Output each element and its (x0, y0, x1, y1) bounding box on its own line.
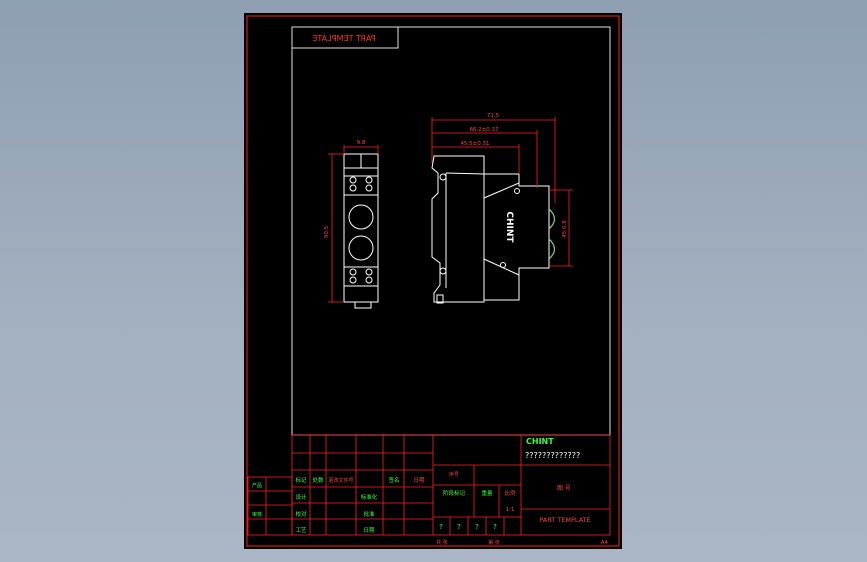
terminal-screw-icon (365, 268, 373, 276)
dim-side-right: 45 0.8 (562, 220, 568, 238)
part-template-label: PART TEMPLATE (539, 516, 590, 524)
terminal-screw-icon (349, 176, 357, 184)
rev-file: 更改文件号 (328, 477, 353, 484)
drawing-sheet: PART TEMPLATE 9.8 90.5 (244, 13, 622, 549)
tb-label-product: 产品 (252, 482, 262, 489)
qmark: ? (493, 523, 497, 531)
tb-label-date: 日期 (363, 527, 375, 534)
tb-label-process: 工艺 (295, 527, 307, 534)
rev-count: 处数 (312, 476, 324, 484)
dim-front-height: 90.5 (324, 225, 330, 238)
drawing-canvas: PART TEMPLATE 9.8 90.5 (246, 15, 620, 547)
qmark: ? (475, 523, 479, 531)
title-block-grid (247, 434, 611, 536)
stage-mark-label: 阶段标记 (443, 489, 466, 497)
terminal-screw-icon (365, 276, 373, 284)
rev-date: 日期 (413, 477, 425, 484)
placeholder-title: ????????????? (525, 451, 580, 460)
tb-label-check: 校对 (295, 510, 307, 518)
terminal-screw-icon (349, 184, 357, 192)
terminal-screw-icon (365, 184, 373, 192)
tb-label-approve: 批准 (363, 510, 375, 518)
qmark: ? (439, 523, 443, 531)
side-view (431, 155, 550, 304)
part-brand-label: CHINT (504, 211, 514, 243)
weight-label: 重量 (481, 489, 493, 497)
tb-label-review: 审核 (252, 511, 262, 518)
din-clip (354, 301, 372, 309)
dim-side-mid: 66.2±0.37 (469, 127, 499, 133)
scale-value: 1:1 (506, 507, 515, 513)
rev-sign: 签名 (388, 476, 399, 484)
indicator-lamp-icon (348, 235, 374, 261)
side-lamps (548, 208, 556, 260)
dim-front-width: 9.8 (357, 140, 366, 146)
small-tag-total: 共 张 (436, 539, 448, 546)
outer-frame (246, 15, 620, 547)
template-name-mirrored: PART TEMPLATE (312, 34, 375, 43)
tb-label-design: 设计 (295, 493, 307, 501)
small-tag-sheet: 第 张 (488, 539, 500, 546)
brand-logo: CHINT (526, 437, 554, 446)
rev-mark: 标记 (295, 476, 307, 484)
small-tag-seq: 序号 (449, 471, 459, 478)
front-view (343, 153, 379, 309)
dim-side-overall: 71.5 (487, 113, 500, 119)
dim-side-inner: 45.5±0.31 (460, 141, 489, 147)
terminal-screw-icon (365, 176, 373, 184)
indicator-lamp-icon (348, 204, 374, 230)
tb-label-standard: 标准化 (361, 493, 378, 501)
scale-label: 比例 (504, 489, 516, 497)
side-profile (431, 155, 550, 303)
template-tag-box (291, 26, 399, 49)
drawing-number-label: 图 号 (557, 485, 571, 492)
terminal-screw-icon (349, 276, 357, 284)
terminal-screw-icon (349, 268, 357, 276)
qmark: ? (457, 523, 461, 531)
sheet-size-tag: A4 (601, 540, 609, 546)
